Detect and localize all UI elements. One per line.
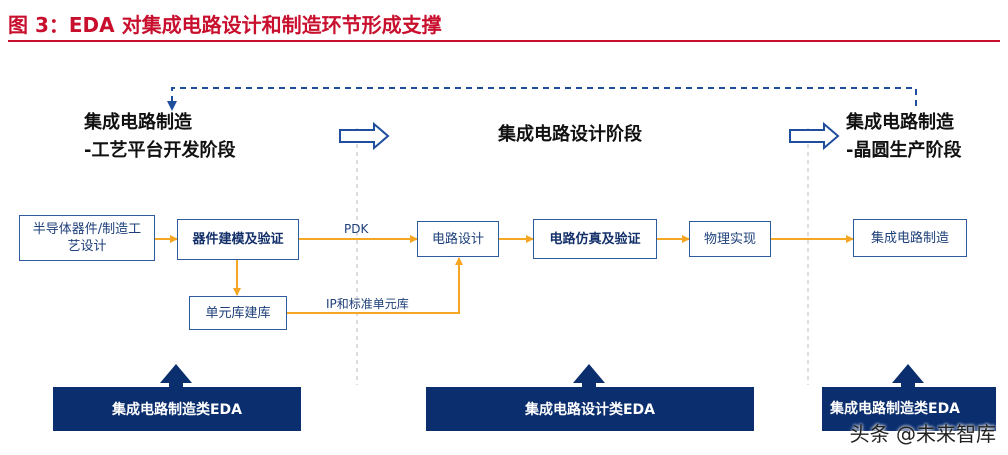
phase-left-line1: 集成电路制造 xyxy=(84,112,192,133)
bar-design-eda: 集成电路设计类EDA xyxy=(426,387,754,431)
phase-right-line2: -晶圆生产阶段 xyxy=(846,140,962,161)
phase-heading-left: 集成电路制造 -工艺平台开发阶段 xyxy=(84,109,235,165)
bar-manufacturing-eda: 集成电路制造类EDA xyxy=(53,387,301,431)
phase-arrow-1 xyxy=(339,121,390,151)
node-ic-manufacturing: 集成电路制造 xyxy=(853,219,967,257)
figure-title: 图 3：EDA 对集成电路设计和制造环节形成支撑 xyxy=(8,13,442,37)
edge-label-pdk: PDK xyxy=(344,222,369,236)
arrow-cell-to-design xyxy=(287,257,463,314)
phase-left-line2: -工艺平台开发阶段 xyxy=(84,140,236,161)
node-circuit-simulation: 电路仿真及验证 xyxy=(533,219,657,259)
phase-right-line1: 集成电路制造 xyxy=(846,112,954,133)
node-circuit-design: 电路设计 xyxy=(417,221,499,257)
watermark: 头条 @未来智库 xyxy=(849,422,996,446)
phase-heading-right: 集成电路制造 -晶圆生产阶段 xyxy=(846,109,961,165)
node-physical-implementation: 物理实现 xyxy=(689,221,771,257)
node-semiconductor-design: 半导体器件/制造工艺设计 xyxy=(19,215,155,261)
node-device-modeling: 器件建模及验证 xyxy=(177,219,299,260)
up-arrow-middle xyxy=(573,364,605,390)
up-arrow-left xyxy=(160,364,192,390)
bar-manufacturing-eda-right: 集成电路制造类EDA xyxy=(822,387,996,431)
title-rule xyxy=(8,40,1000,42)
up-arrow-right xyxy=(892,364,924,390)
phase-arrow-2 xyxy=(789,121,840,151)
edge-label-ip-library: IP和标准单元库 xyxy=(326,297,409,311)
node-cell-library: 单元库建库 xyxy=(189,296,287,330)
phase-heading-middle: 集成电路设计阶段 xyxy=(498,124,642,145)
feedback-loop xyxy=(167,87,917,111)
